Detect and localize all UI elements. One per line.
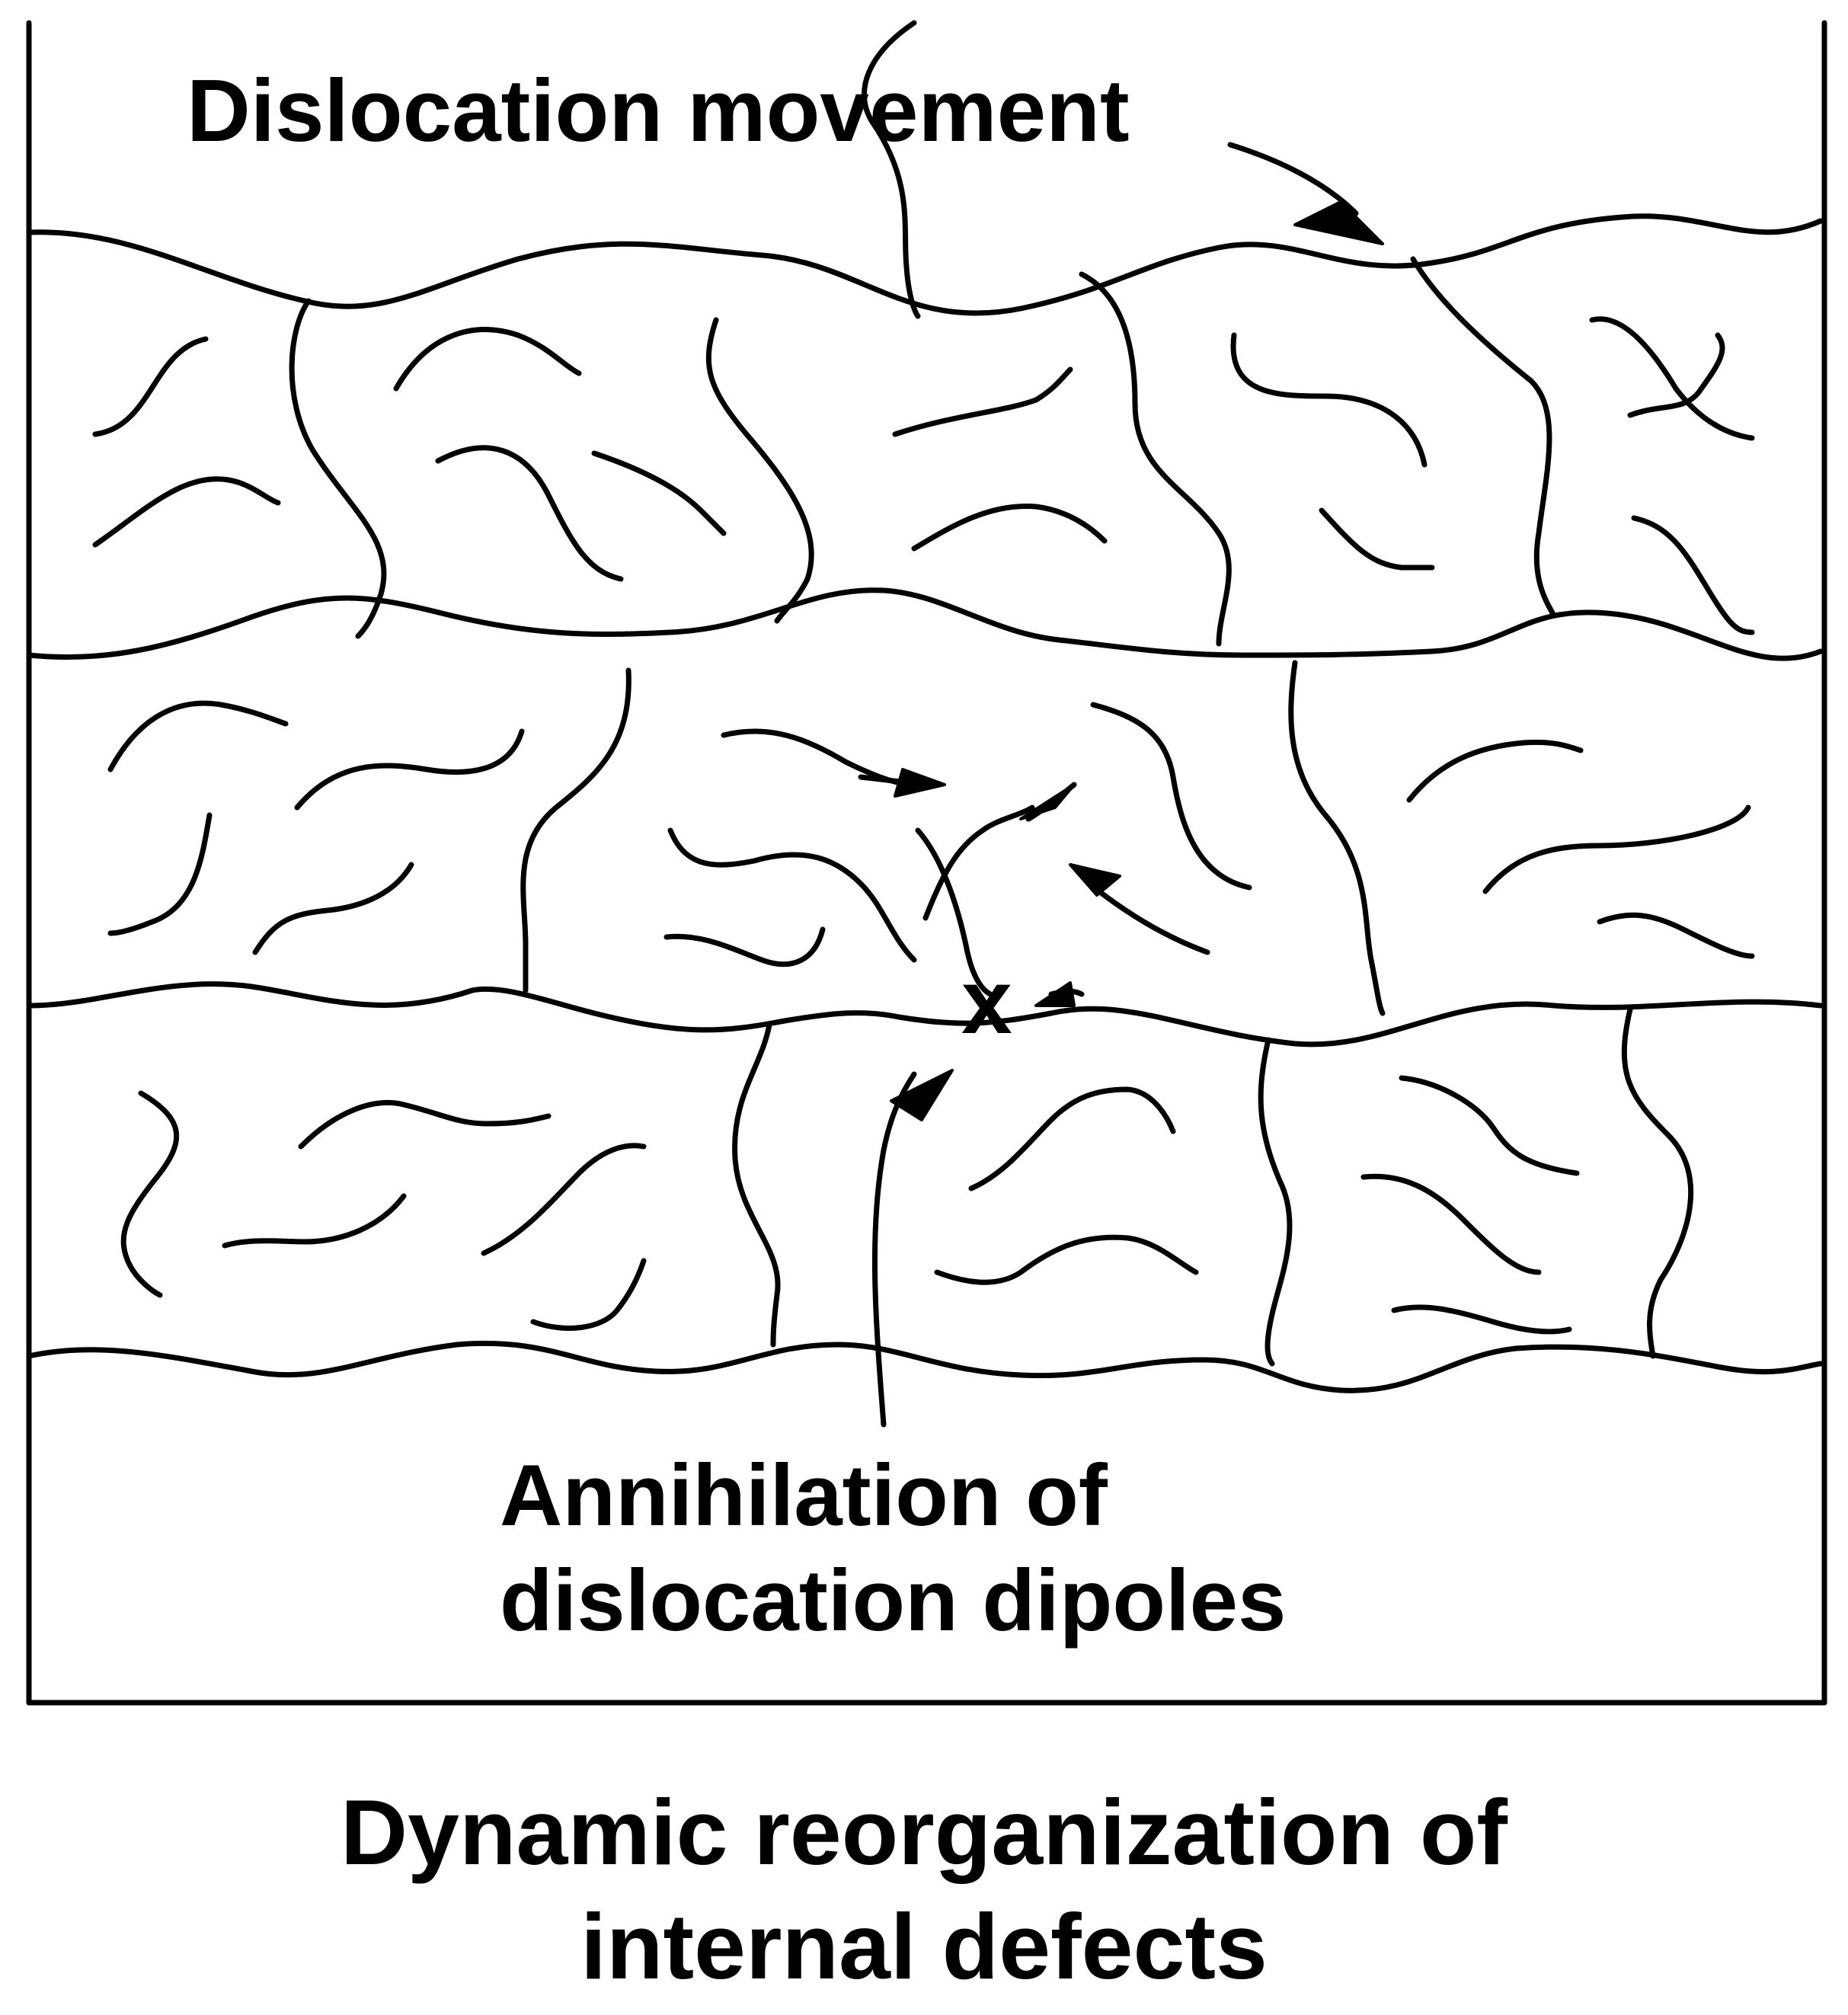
- grain-boundary-v3: [1079, 271, 1232, 647]
- dislocation-segment: [721, 728, 917, 788]
- dislocation-segment: [1399, 1075, 1580, 1176]
- dislocation-segment: [968, 1086, 1176, 1191]
- label-dislocation-movement: Dislocation movement: [187, 61, 1130, 160]
- dislocation-segment: [1230, 332, 1428, 468]
- dislocation-segment: [1631, 515, 1755, 635]
- dislocation-segment: [1090, 702, 1252, 891]
- dipole-dislocation-b: [915, 827, 993, 997]
- dipole-dislocation-a: [922, 804, 1035, 921]
- grain-boundary-v2: [705, 317, 814, 624]
- dislocation-segment: [252, 862, 414, 955]
- dislocation-segment: [911, 503, 1108, 552]
- label-annihilation: Annihilation of dislocation dipoles: [500, 1444, 1286, 1654]
- dislocation-segment: [120, 1090, 180, 1298]
- dislocation-segment: [1360, 1173, 1542, 1275]
- dislocation-segment: [1391, 1304, 1572, 1335]
- grain-boundary-v8: [1288, 660, 1386, 1016]
- arrow-dislocation-movement: [1227, 142, 1359, 216]
- dislocation-segment: [1406, 739, 1584, 803]
- dislocation-segment: [1627, 332, 1725, 418]
- dislocation-segment: [393, 327, 582, 392]
- dislocation-segment: [1482, 804, 1751, 894]
- label-annihilation-line2: dislocation dipoles: [500, 1553, 1287, 1649]
- label-annihilation-line1: Annihilation of: [500, 1447, 1108, 1544]
- dislocation-segment: [107, 700, 289, 772]
- grain-boundary-row2: [26, 981, 1824, 1047]
- dipole-head: [1019, 783, 1076, 820]
- dislocation-segment: [481, 1143, 647, 1256]
- grain-boundary-v4: [1410, 256, 1557, 619]
- caption-line2: internal defects: [580, 1895, 1268, 1998]
- arrowhead: [890, 1069, 954, 1121]
- grain-boundary-v5: [861, 20, 917, 125]
- dislocation-segment: [892, 366, 1073, 437]
- grain-boundary-v9: [732, 1022, 781, 1348]
- dislocation-segment: [663, 926, 826, 968]
- dislocation-segment: [1597, 912, 1755, 959]
- dislocation-segment: [591, 450, 727, 536]
- grain-boundary-row1: [26, 587, 1824, 661]
- dislocation-segment: [1319, 507, 1435, 571]
- arrow-annihilation: [871, 1071, 917, 1428]
- arrow-upper-right: [1086, 881, 1210, 955]
- grain-boundary-v10: [1258, 1037, 1293, 1367]
- arrowhead: [1034, 981, 1076, 1007]
- caption-line1: Dynamic reorganization of: [340, 1780, 1508, 1884]
- dislocation-segment: [92, 476, 281, 548]
- grain-boundary-v7: [520, 667, 631, 993]
- dislocation-segment: [298, 1099, 552, 1150]
- grain-boundary-v1: [289, 298, 387, 639]
- arrowhead: [1293, 200, 1384, 245]
- dislocation-segment: [435, 445, 624, 582]
- grain-boundary-bottom: [26, 1340, 1824, 1393]
- dislocation-segment: [92, 336, 209, 437]
- dislocation-segment: [1589, 316, 1755, 441]
- arrowhead: [1069, 863, 1121, 897]
- grain-boundary-top: [26, 213, 1824, 316]
- annihilation-mark: x: [961, 951, 1012, 1053]
- dislocation-segment: [667, 827, 917, 963]
- dislocation-segment: [107, 812, 213, 936]
- dislocation-segment: [222, 1193, 407, 1249]
- figure-caption: Dynamic reorganization of internal defec…: [0, 1775, 1848, 2004]
- arrowhead: [894, 768, 946, 798]
- dislocation-segment: [530, 1258, 647, 1331]
- grain-boundary-v6: [869, 119, 921, 319]
- dislocation-segment: [294, 728, 525, 811]
- dislocation-segment: [934, 1234, 1199, 1285]
- grain-boundary-v11: [1621, 1006, 1694, 1359]
